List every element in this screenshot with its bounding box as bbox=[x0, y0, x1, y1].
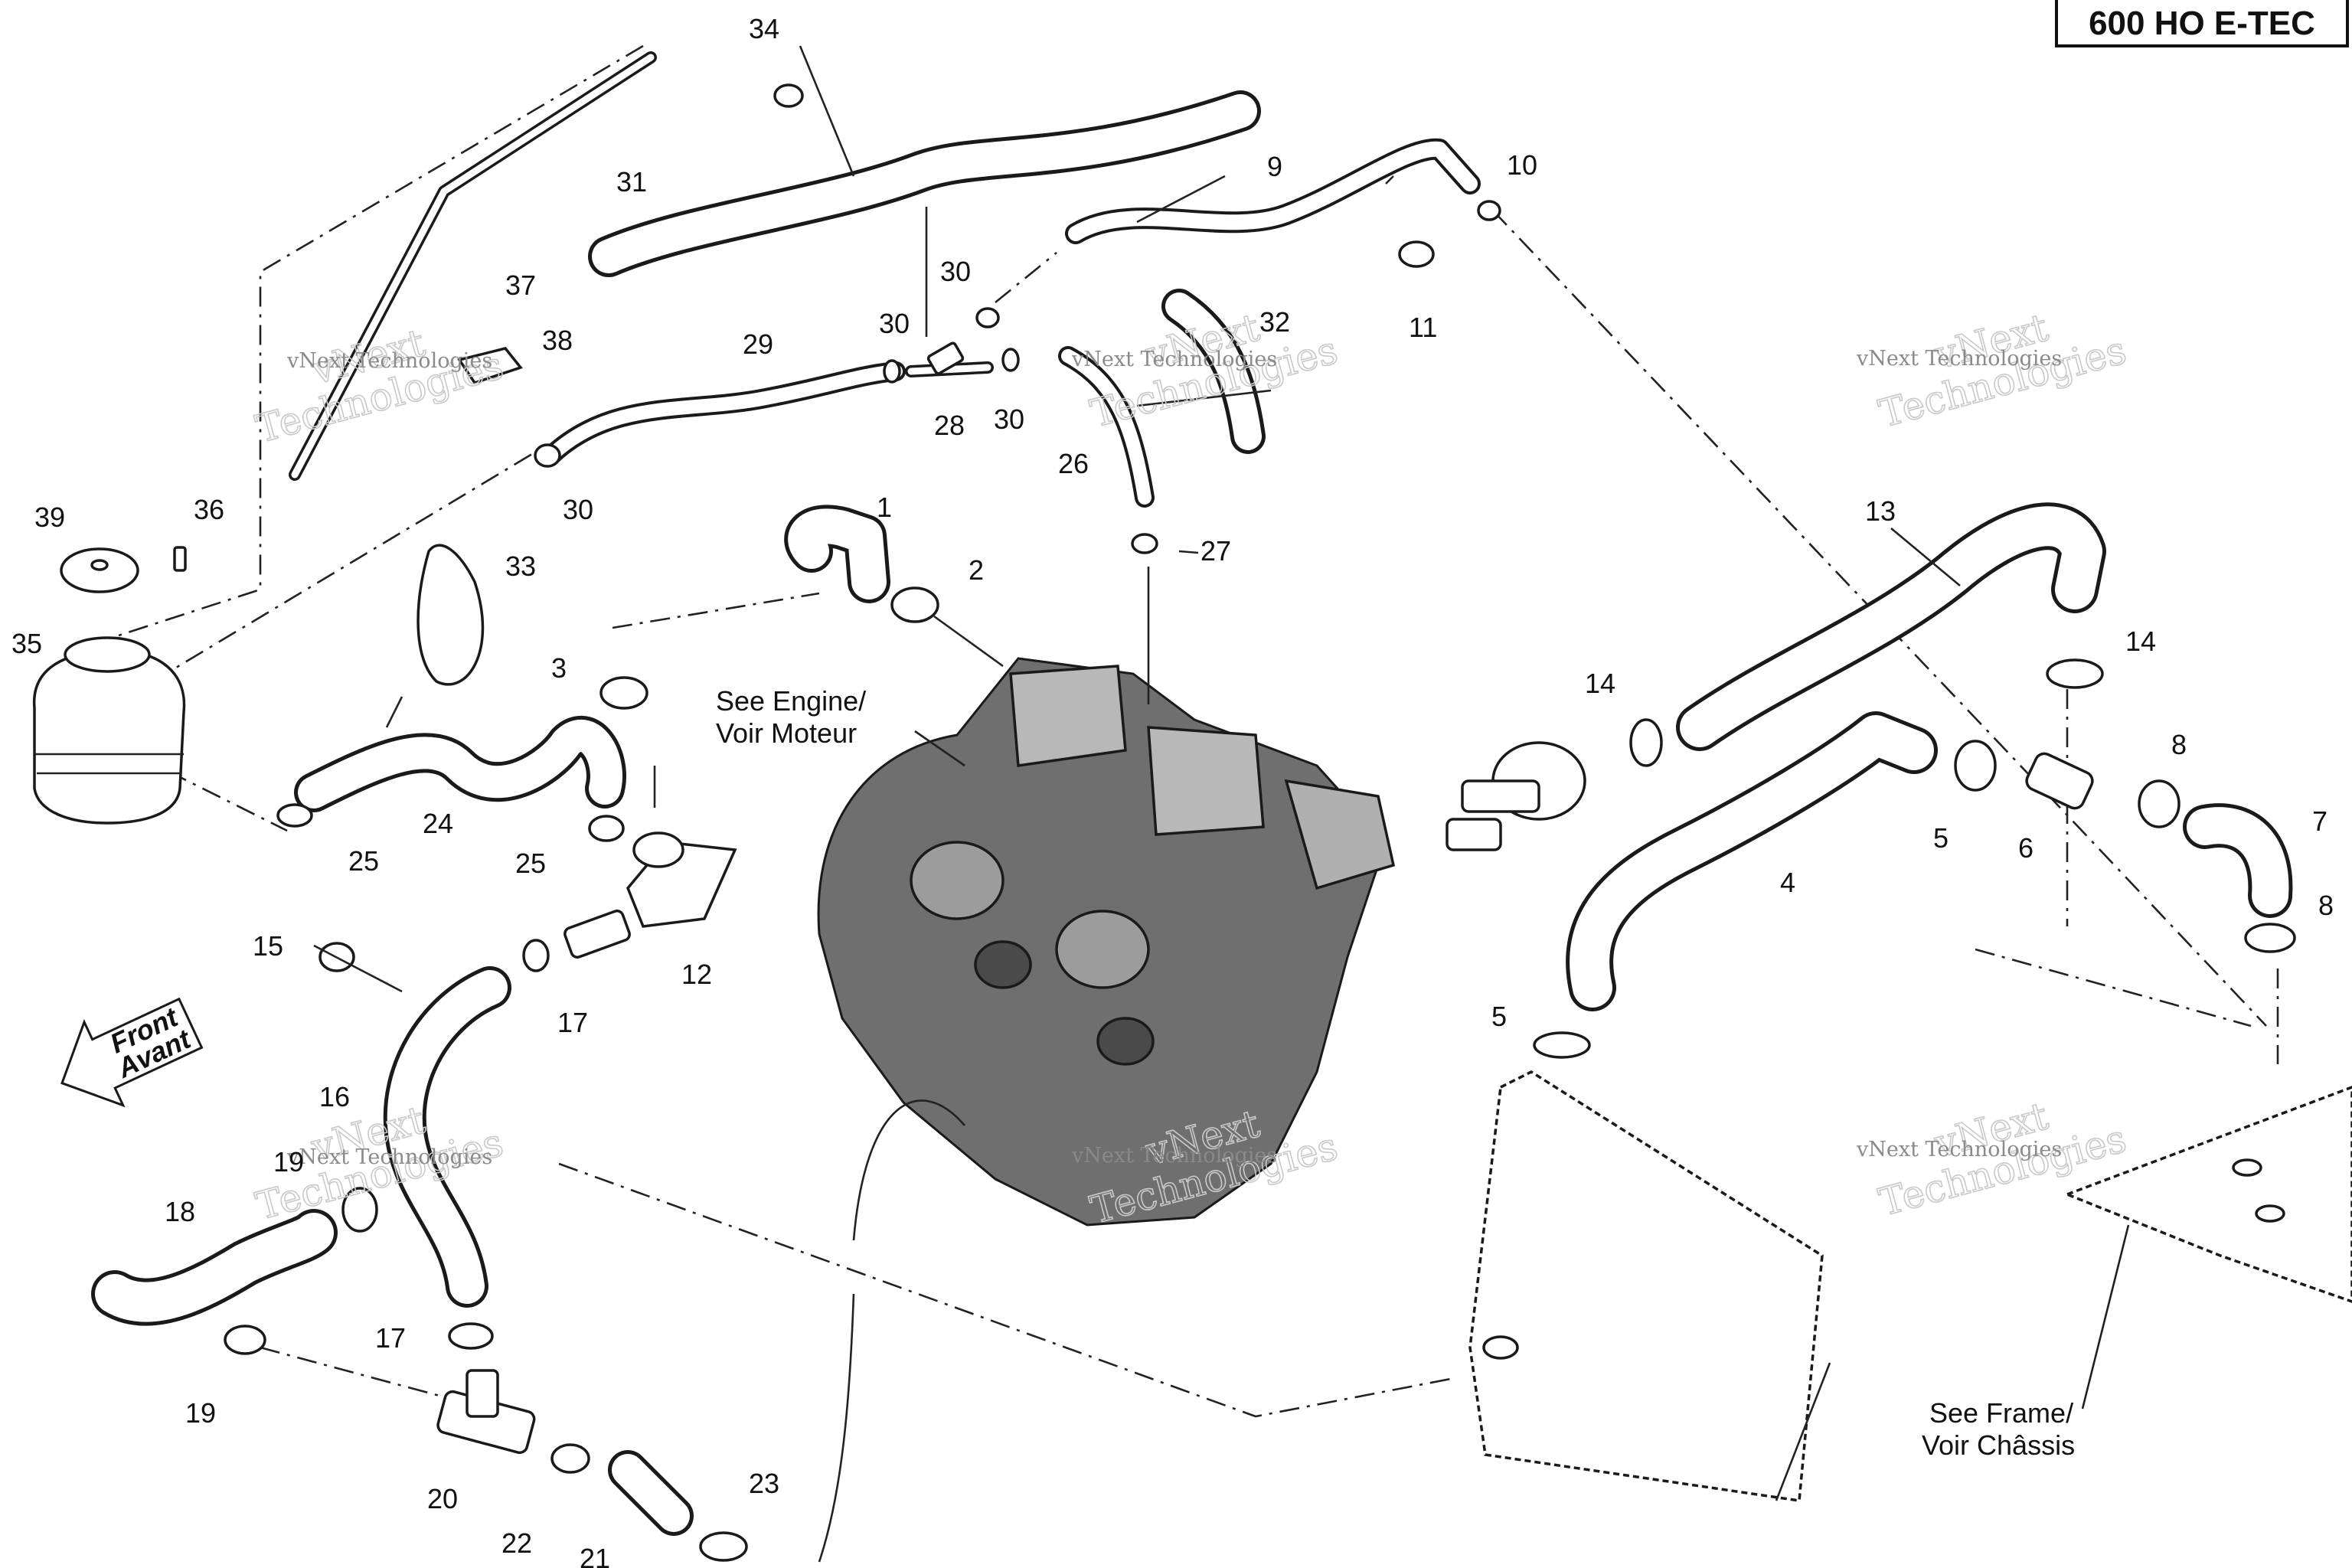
clamp-2 bbox=[890, 586, 939, 623]
callout-18: 18 bbox=[165, 1196, 195, 1227]
clamp-5-right bbox=[1954, 740, 1997, 792]
callout-5b: 5 bbox=[1933, 822, 1949, 854]
callout-21: 21 bbox=[580, 1543, 610, 1568]
callout-6: 6 bbox=[2018, 832, 2034, 864]
callout-28: 28 bbox=[934, 410, 965, 441]
radiator-frame bbox=[1468, 1070, 2352, 1502]
callout-30b: 30 bbox=[879, 308, 910, 339]
watermark-1-small: vNext Technologies bbox=[286, 349, 492, 373]
bracket-38 bbox=[457, 347, 523, 385]
voir-chassis-note: Voir Châssis bbox=[1922, 1429, 2075, 1461]
clamp-25-right bbox=[588, 815, 625, 842]
callout-2: 2 bbox=[969, 554, 984, 586]
callout-17b: 17 bbox=[375, 1322, 406, 1354]
callout-14a: 14 bbox=[1585, 668, 1615, 699]
assembly-lines bbox=[118, 44, 2279, 1418]
callout-19b: 19 bbox=[185, 1397, 216, 1429]
clamp-22 bbox=[550, 1443, 590, 1474]
callout-8a: 8 bbox=[2171, 729, 2187, 760]
callout-labels: 1 2 3 4 5 5 6 7 8 8 9 10 11 12 13 14 14 … bbox=[11, 13, 2334, 1568]
callout-7: 7 bbox=[2312, 805, 2328, 837]
see-engine-note: See Engine/ bbox=[716, 685, 866, 717]
callout-22: 22 bbox=[501, 1527, 532, 1559]
hoses bbox=[91, 51, 2293, 1536]
callout-38: 38 bbox=[542, 325, 573, 356]
callout-11: 11 bbox=[1409, 312, 1437, 343]
callout-39: 39 bbox=[34, 501, 65, 533]
callout-29: 29 bbox=[743, 328, 773, 360]
callout-26: 26 bbox=[1058, 448, 1089, 479]
callout-31: 31 bbox=[616, 166, 647, 198]
see-frame-note: See Frame/ bbox=[1929, 1397, 2073, 1429]
callout-10: 10 bbox=[1507, 149, 1537, 181]
voir-moteur-note: Voir Moteur bbox=[716, 717, 857, 749]
clamp-30-right bbox=[1001, 348, 1020, 372]
callout-4: 4 bbox=[1780, 867, 1795, 898]
callout-32: 32 bbox=[1259, 306, 1290, 338]
clamp-30-left bbox=[883, 359, 901, 384]
watermark-4-small: vNext Technologies bbox=[286, 1145, 492, 1169]
clamps-and-fittings bbox=[173, 83, 2296, 1562]
callout-37: 37 bbox=[505, 270, 536, 301]
strap-33 bbox=[416, 544, 485, 686]
callout-34: 34 bbox=[749, 13, 779, 44]
callout-35: 35 bbox=[11, 628, 42, 659]
callout-24: 24 bbox=[423, 808, 453, 839]
water-pump bbox=[1446, 741, 1586, 851]
callout-17a: 17 bbox=[557, 1007, 588, 1038]
callout-13: 13 bbox=[1865, 495, 1896, 527]
callout-25a: 25 bbox=[348, 845, 379, 877]
callout-14b: 14 bbox=[2125, 626, 2156, 657]
clamp-8-top bbox=[2138, 779, 2180, 828]
clamp-14-right bbox=[2046, 658, 2104, 689]
callout-8b: 8 bbox=[2318, 890, 2334, 921]
clamp-27 bbox=[1131, 533, 1158, 554]
model-title-badge: 600 HO E-TEC bbox=[2055, 0, 2349, 47]
clamp-3 bbox=[599, 676, 648, 710]
watermark-6-small: vNext Technologies bbox=[1856, 1138, 2062, 1161]
callout-15: 15 bbox=[253, 930, 283, 962]
callout-1: 1 bbox=[877, 492, 892, 523]
callout-30a: 30 bbox=[940, 256, 971, 287]
clamp-30-top bbox=[975, 307, 1000, 328]
clamp-34 bbox=[773, 83, 804, 108]
engine-block bbox=[817, 657, 1396, 1227]
coolant-reservoir bbox=[33, 547, 186, 825]
callout-36: 36 bbox=[194, 494, 224, 525]
clamp-11 bbox=[1398, 240, 1435, 268]
callout-5a: 5 bbox=[1491, 1001, 1507, 1032]
callout-19a: 19 bbox=[273, 1146, 304, 1178]
callout-25b: 25 bbox=[515, 848, 546, 879]
clamp-5-bottom bbox=[1533, 1031, 1591, 1059]
callout-20: 20 bbox=[427, 1483, 458, 1514]
connector-28 bbox=[926, 341, 965, 375]
callout-3: 3 bbox=[551, 652, 567, 684]
watermark-5-small: vNext Technologies bbox=[1071, 1144, 1277, 1168]
front-direction-arrow: Front Avant bbox=[60, 997, 204, 1108]
clamp-30-bottom bbox=[534, 443, 561, 468]
callout-27: 27 bbox=[1200, 535, 1231, 567]
clamp-25-left bbox=[276, 803, 313, 828]
clamp-19-top bbox=[341, 1187, 378, 1233]
fitting-6 bbox=[2025, 752, 2094, 810]
callout-33: 33 bbox=[505, 550, 536, 582]
clamp-17-bottom bbox=[448, 1322, 494, 1350]
clamp-10 bbox=[1477, 200, 1501, 221]
callout-30c: 30 bbox=[994, 403, 1024, 435]
watermark-2-small: vNext Technologies bbox=[1071, 348, 1277, 371]
clamp-17-top bbox=[522, 939, 550, 972]
watermark-3-small: vNext Technologies bbox=[1856, 347, 2062, 371]
callout-16: 16 bbox=[319, 1081, 350, 1112]
clamp-14-left bbox=[1629, 718, 1663, 767]
screw-36 bbox=[173, 546, 187, 572]
clamp-23 bbox=[699, 1531, 748, 1562]
callout-23: 23 bbox=[749, 1468, 779, 1499]
clamp-8-bottom bbox=[2244, 923, 2296, 953]
callout-30d: 30 bbox=[563, 494, 593, 525]
clamp-19-bottom bbox=[224, 1325, 266, 1355]
leader-lines bbox=[313, 45, 2130, 1563]
callout-9: 9 bbox=[1267, 151, 1282, 182]
callout-12: 12 bbox=[681, 959, 712, 990]
